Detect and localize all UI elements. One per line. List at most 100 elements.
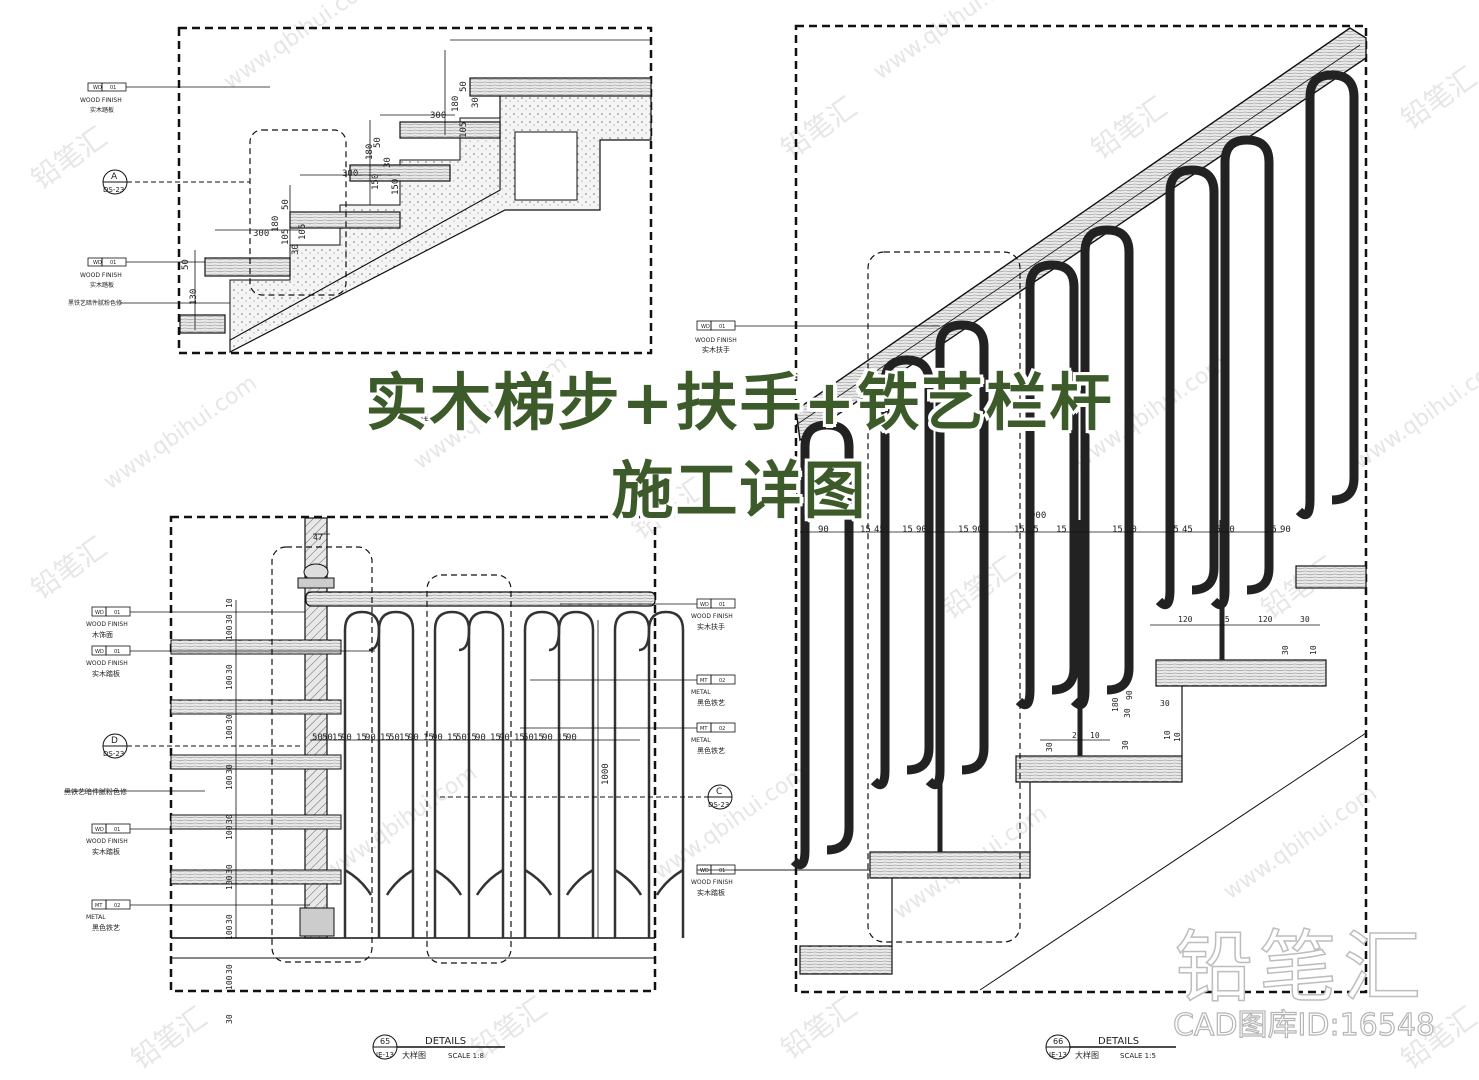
callout-en: WOOD FINISH (695, 337, 737, 344)
viewport-frame-top-left (177, 26, 653, 355)
dim-label: 300 (430, 111, 446, 121)
dim-label: 100 (225, 625, 234, 640)
dim-label: 30 (1121, 740, 1130, 750)
handrail (305, 591, 656, 607)
dim-label: 90 (542, 733, 553, 743)
dim-label: 90 (972, 525, 983, 535)
material-callout (91, 899, 310, 910)
dim-label: 15 (1210, 525, 1221, 535)
dim-label: 15 (1056, 525, 1067, 535)
section-mark-a (102, 169, 250, 195)
caption-partial: IE-13 大样 (385, 413, 429, 425)
section-mark-d (102, 733, 300, 759)
dim-label: 30 (225, 714, 234, 724)
dim-label: 150 (371, 174, 381, 190)
dim-label: 47 (313, 533, 323, 542)
callout-num: 02 (114, 903, 120, 909)
caption-title: DETAILS (1098, 1036, 1139, 1047)
callout-num: 02 (719, 678, 725, 684)
dim-label: 15 (1112, 525, 1123, 535)
section-letter: D (111, 736, 118, 746)
caption-cn: 大样图 (402, 1050, 426, 1060)
material-callout (530, 674, 736, 685)
dim-label: 100 (225, 875, 234, 890)
dim-label: 100 (225, 725, 234, 740)
dim-label: 180 (271, 216, 281, 232)
watermark-url: www.qbihui.com (649, 761, 812, 885)
viewport-frame-right (794, 24, 1368, 994)
callout-tag: WD (95, 827, 104, 833)
section-sheet: DS-23 (103, 186, 124, 194)
callout-tag: MT (700, 726, 708, 732)
callout-tag: WD (93, 85, 102, 91)
dim-label: 50 (373, 137, 383, 148)
dim-label: 30 (471, 97, 481, 108)
callout-tag: WD (701, 324, 710, 330)
ornamental-baluster (1295, 70, 1359, 520)
dim-label: 300 (342, 169, 358, 179)
viewport-frame-bottom-left (169, 515, 657, 993)
dim-label: 30 (1045, 742, 1054, 752)
callout-num: 01 (114, 827, 120, 833)
dim-label: 30 (225, 814, 234, 824)
callout-wd01-a (87, 82, 270, 92)
callout-num: 01 (719, 324, 725, 330)
callout-tag: MT (95, 903, 103, 909)
caption-sheet: IE-13 (1049, 1051, 1067, 1059)
detail-zone-outline (867, 251, 1021, 943)
dim-label: 10 (225, 598, 234, 608)
wood-treads (179, 77, 652, 334)
ornamental-balusters (790, 70, 1359, 870)
dim-label: 50 (181, 259, 191, 270)
callout-handrail (696, 320, 736, 331)
watermark-brand: 铅笔汇 (1395, 61, 1479, 136)
dim-label: 90 (1224, 525, 1235, 535)
dim-label: 30 (1281, 645, 1290, 655)
dim-label: 100 (225, 825, 234, 840)
dim-label: 30 (225, 614, 234, 624)
dim-label: 90 (1070, 525, 1081, 535)
section-letter: C (716, 787, 722, 797)
callout-tag: WD (95, 610, 104, 616)
dim-label: 50 (322, 733, 333, 743)
dim-label: 105 (298, 224, 308, 240)
watermark-url: www.qbihui.com (219, 0, 382, 95)
dim-label: 30 (1123, 708, 1132, 718)
dim-label: 15 (1266, 525, 1277, 535)
dimension-lines (194, 39, 651, 330)
dim-label: 180 (1111, 697, 1120, 712)
dim-label: 15 (423, 733, 434, 743)
dim-label: 180 (451, 96, 461, 112)
dim-label: 15 (1168, 525, 1179, 535)
drawing-caption-65 (372, 1034, 505, 1060)
dim-label: 15 (466, 733, 477, 743)
watermark-brand: 铅笔汇 (125, 1001, 213, 1076)
callout-en: WOOD FINISH (86, 838, 128, 845)
dim-label: 130 (189, 289, 199, 305)
dim-label: 100 (225, 925, 234, 940)
caption-cn: 大样图 (1075, 1050, 1099, 1060)
dim-label: 10 (1090, 731, 1100, 740)
brand-logo-text: 铅笔汇 (1174, 922, 1427, 1014)
material-callout (520, 722, 736, 733)
callout-en: METAL (691, 689, 711, 696)
caption-number: 65 (380, 1037, 390, 1046)
section-mark-c (440, 784, 733, 810)
dim-label: 10 (1173, 732, 1182, 742)
baluster-panel (433, 610, 505, 938)
dim-label: 10 (1309, 645, 1318, 655)
callout-num: 01 (110, 260, 116, 266)
callout-tag: MT (700, 678, 708, 684)
dim-label: 15 (380, 733, 391, 743)
dim-label: 1000 (601, 763, 611, 785)
poster-title-line2: 施工详图 (611, 454, 868, 527)
dim-label: 90 (432, 733, 443, 743)
dim-label: 50 (459, 81, 469, 92)
callout-cn: 实木踏板 (90, 281, 114, 289)
callout-en: WOOD FINISH (691, 613, 733, 620)
material-callout (91, 606, 305, 617)
